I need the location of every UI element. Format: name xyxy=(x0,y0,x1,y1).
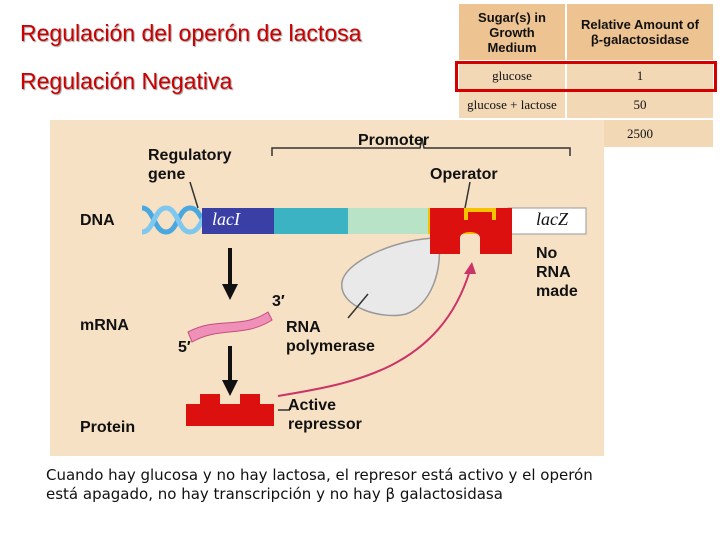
laci-gene xyxy=(202,208,274,234)
header-amount: Relative Amount of β-galactosidase xyxy=(565,2,715,62)
sugar-table: Sugar(s) in Growth Medium Relative Amoun… xyxy=(457,2,715,149)
bound-repressor xyxy=(430,208,512,254)
repressor-binding-arrowhead xyxy=(464,262,476,274)
dna-helix-icon xyxy=(141,205,210,235)
rna-polymerase-leader xyxy=(347,293,369,319)
cell-sugar: glucose + lactose xyxy=(457,89,567,120)
promoter-label: Promoter xyxy=(358,132,430,149)
operator-leader xyxy=(464,181,471,209)
mrna-strand xyxy=(187,311,273,343)
spacer-region xyxy=(348,208,428,234)
operator-label: Operator xyxy=(430,166,498,183)
three-prime-label: 3′ xyxy=(272,293,285,310)
cell-amount: 50 xyxy=(565,89,715,120)
diagram-graphics xyxy=(141,137,587,426)
translation-arrowhead xyxy=(222,380,238,396)
mrna-label: mRNA xyxy=(80,317,129,334)
glucose-row-highlight xyxy=(455,61,717,92)
repressor-binding-arrow xyxy=(277,269,471,397)
lacz-gene xyxy=(507,207,587,235)
operon-diagram: Promoter Regulatory gene Operator DNA la… xyxy=(50,120,604,456)
dna-label: DNA xyxy=(80,212,115,229)
regulatory-gene-leader xyxy=(189,181,199,209)
transcription-arrowhead xyxy=(222,284,238,300)
no-rna-label: No RNA made xyxy=(536,245,578,300)
slide-caption: Cuando hay glucosa y no hay lactosa, el … xyxy=(46,466,593,503)
table-header-row: Sugar(s) in Growth Medium Relative Amoun… xyxy=(457,2,715,62)
rna-polymerase-shape xyxy=(341,237,441,317)
free-repressor xyxy=(186,394,274,426)
promoter-bracket xyxy=(271,137,571,156)
slide-subtitle: Regulación Negativa xyxy=(20,68,233,94)
lacz-label: lacZ xyxy=(536,209,569,229)
header-sugar: Sugar(s) in Growth Medium xyxy=(457,2,567,62)
slide-title: Regulación del operón de lactosa xyxy=(20,20,362,46)
five-prime-label: 5′ xyxy=(178,339,191,356)
table-row: glucose + lactose 50 xyxy=(457,89,715,120)
active-repressor-label: Active repressor xyxy=(288,397,362,433)
regulatory-gene-label: Regulatory gene xyxy=(148,147,232,183)
promoter-region xyxy=(274,208,348,234)
rna-polymerase-label: RNA polymerase xyxy=(286,319,375,355)
protein-label: Protein xyxy=(80,419,136,436)
laci-label: lacI xyxy=(212,209,240,229)
